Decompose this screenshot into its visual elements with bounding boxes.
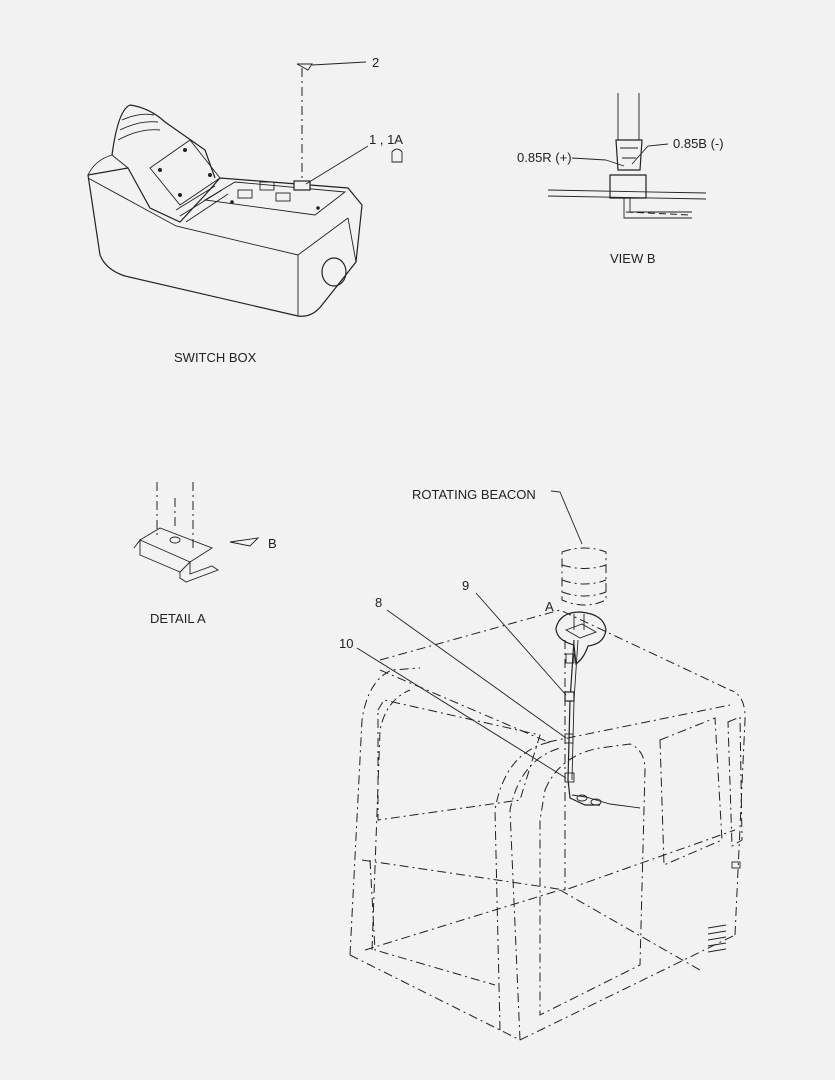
switch-box-illustration — [87, 61, 403, 317]
detail-a-marker: A — [545, 599, 554, 614]
switch-box-caption: SWITCH BOX — [174, 350, 257, 365]
part-number-10: 10 — [339, 636, 354, 651]
detail-a-illustration — [133, 482, 260, 583]
arrow-b-label: B — [268, 536, 277, 551]
part-number-8: 8 — [375, 595, 383, 610]
part-number-1-1a: 1 , 1A — [369, 132, 403, 147]
cab-illustration — [349, 490, 746, 1041]
part-number-2: 2 — [372, 55, 380, 70]
view-b-illustration — [547, 93, 707, 219]
wire-black-label: 0.85B (-) — [673, 136, 724, 151]
wire-red-label: 0.85R (+) — [517, 150, 572, 165]
detail-a-caption: DETAIL A — [150, 611, 206, 626]
part-number-9: 9 — [462, 578, 470, 593]
view-b-caption: VIEW B — [610, 251, 656, 266]
rotating-beacon-label: ROTATING BEACON — [412, 487, 536, 502]
